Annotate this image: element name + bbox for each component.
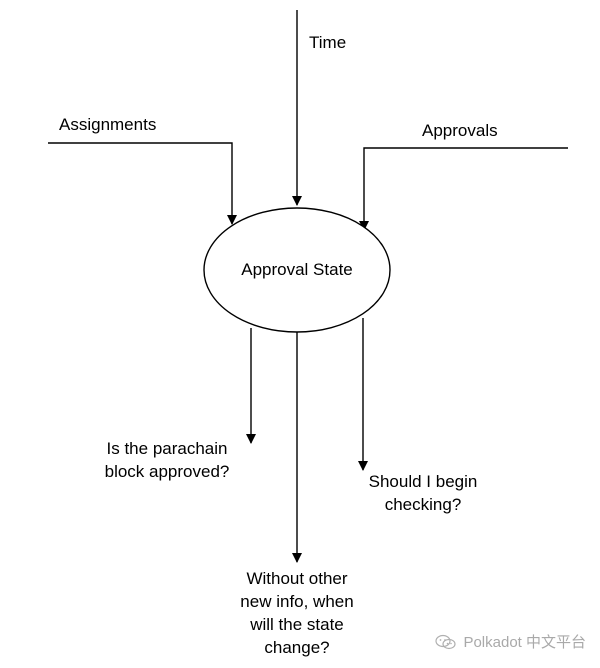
watermark-text: Polkadot 中文平台 (463, 634, 586, 651)
approval-state-label: Approval State (241, 260, 353, 279)
begin-checking-label: Should I begin checking? (352, 470, 494, 516)
assignments-arrow (48, 142, 237, 225)
watermark: Polkadot 中文平台 (435, 631, 586, 652)
state-change-line-1: Without other (246, 569, 348, 588)
assignments-label: Assignments (59, 115, 157, 134)
begin-checking-line-2: checking? (384, 495, 462, 514)
wechat-icon (435, 634, 457, 649)
parachain-approved-line-1: Is the parachain (106, 439, 228, 458)
state-change-line-2: new info, when (240, 592, 354, 611)
parachain-approved-line-2: block approved? (104, 462, 230, 481)
state-change-line-3: will the state (250, 615, 344, 634)
time-label: Time (309, 33, 347, 52)
state-change-label: Without other new info, when will the st… (227, 567, 367, 659)
parachain-approved-label: Is the parachain block approved? (92, 437, 242, 483)
approvals-label: Approvals (422, 121, 498, 140)
state-change-line-4: change? (264, 638, 330, 657)
approvals-arrow (359, 147, 568, 231)
begin-checking-line-1: Should I begin (368, 472, 478, 491)
